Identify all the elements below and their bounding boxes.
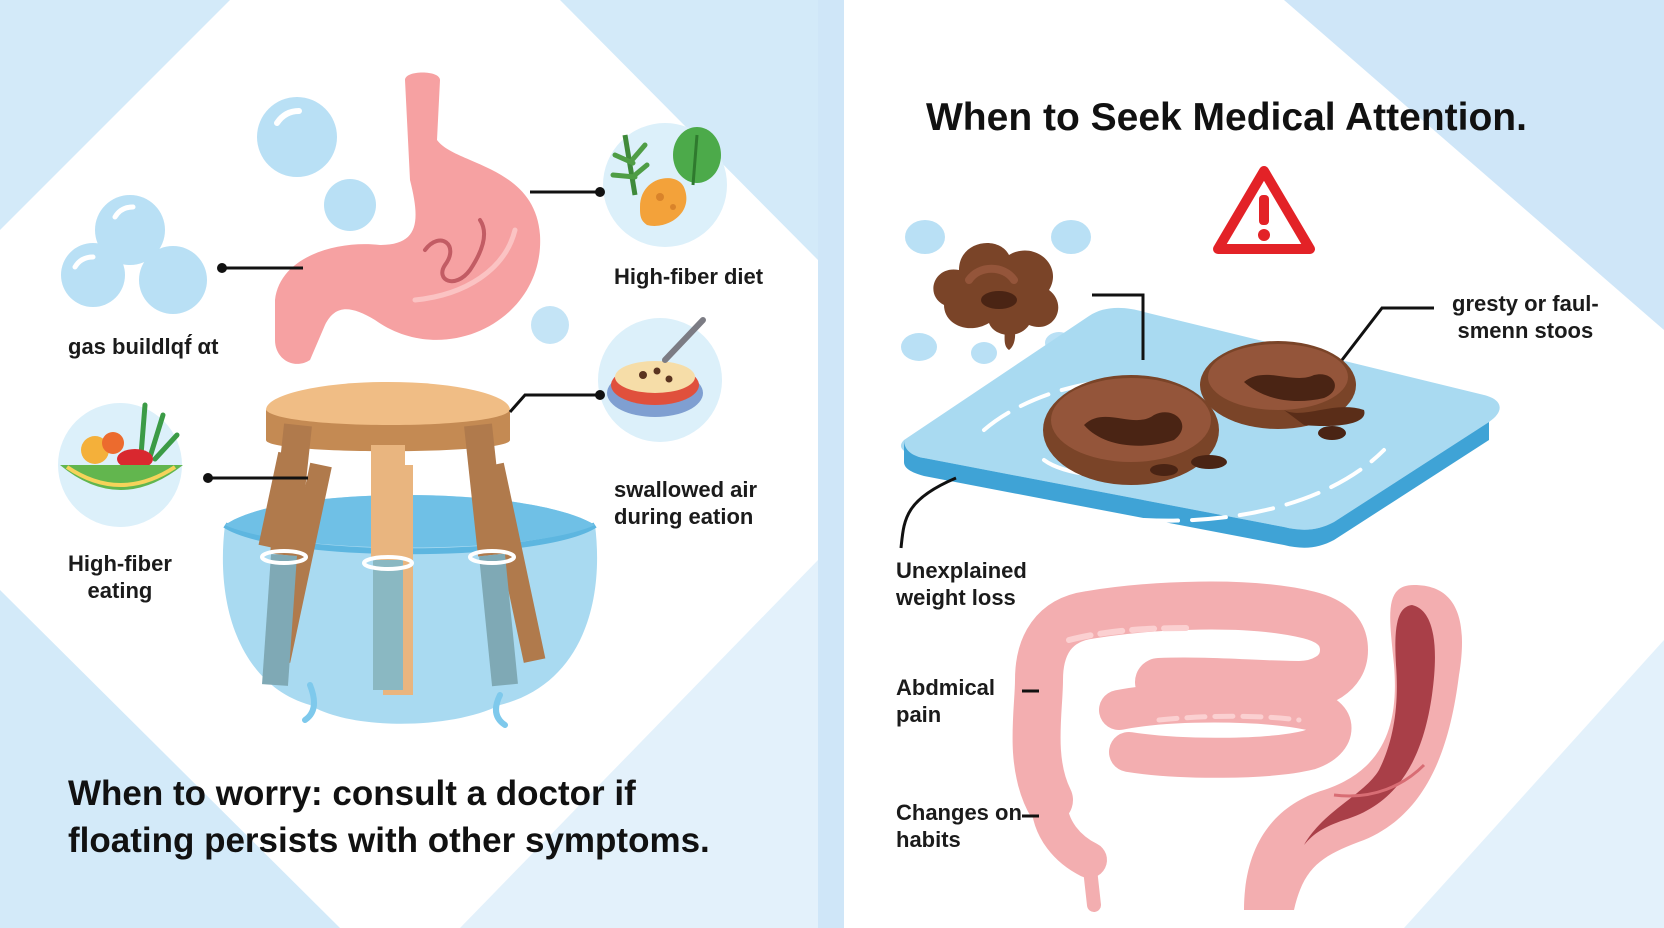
intestines-icon	[1012, 581, 1369, 912]
label-swallowed-air: swallowed air during eation	[614, 477, 758, 529]
label-high-fiber-diet: High-fiber diet	[614, 264, 764, 289]
page-title: When to Seek Medical Attention.	[926, 96, 1527, 139]
right-background	[1284, 0, 1664, 928]
stool-in-water-icon	[222, 382, 598, 728]
right-panel: When to Seek Medical Attention.	[844, 0, 1664, 928]
salad-bowl-icon	[58, 402, 183, 527]
label-high-fiber-eating: High-fiber eating	[68, 551, 172, 603]
label-gas-buildup: gas buildlqf́ αt	[68, 334, 219, 359]
floating-stool-icon	[900, 307, 1500, 548]
gas-bubbles-icon	[61, 97, 376, 314]
connector-lines	[203, 187, 605, 483]
feces-icon	[933, 243, 1059, 350]
colon-cross-section-icon	[1244, 585, 1462, 910]
label-greasy-stools: gresty or faul- smenn stoos	[1452, 291, 1599, 343]
panel-divider	[818, 0, 844, 928]
warning-triangle-icon	[1213, 166, 1315, 254]
vegetables-icon	[603, 123, 727, 247]
footer-warning: When to worry: consult a doctor if float…	[68, 774, 710, 860]
stomach-icon	[275, 72, 541, 364]
bubble-icon	[531, 306, 569, 344]
left-background	[0, 0, 818, 928]
label-changes-habits: Changes on habits	[896, 800, 1022, 852]
left-panel: gas buildlqf́ αt High-fiber diet swallow…	[0, 0, 818, 928]
label-weight-loss: Unexplained weight loss	[896, 558, 1027, 610]
label-abdominal-pain: Abdmical pain	[896, 675, 996, 727]
plate-with-fork-icon	[598, 317, 722, 442]
connector-lines-right	[899, 293, 1434, 818]
